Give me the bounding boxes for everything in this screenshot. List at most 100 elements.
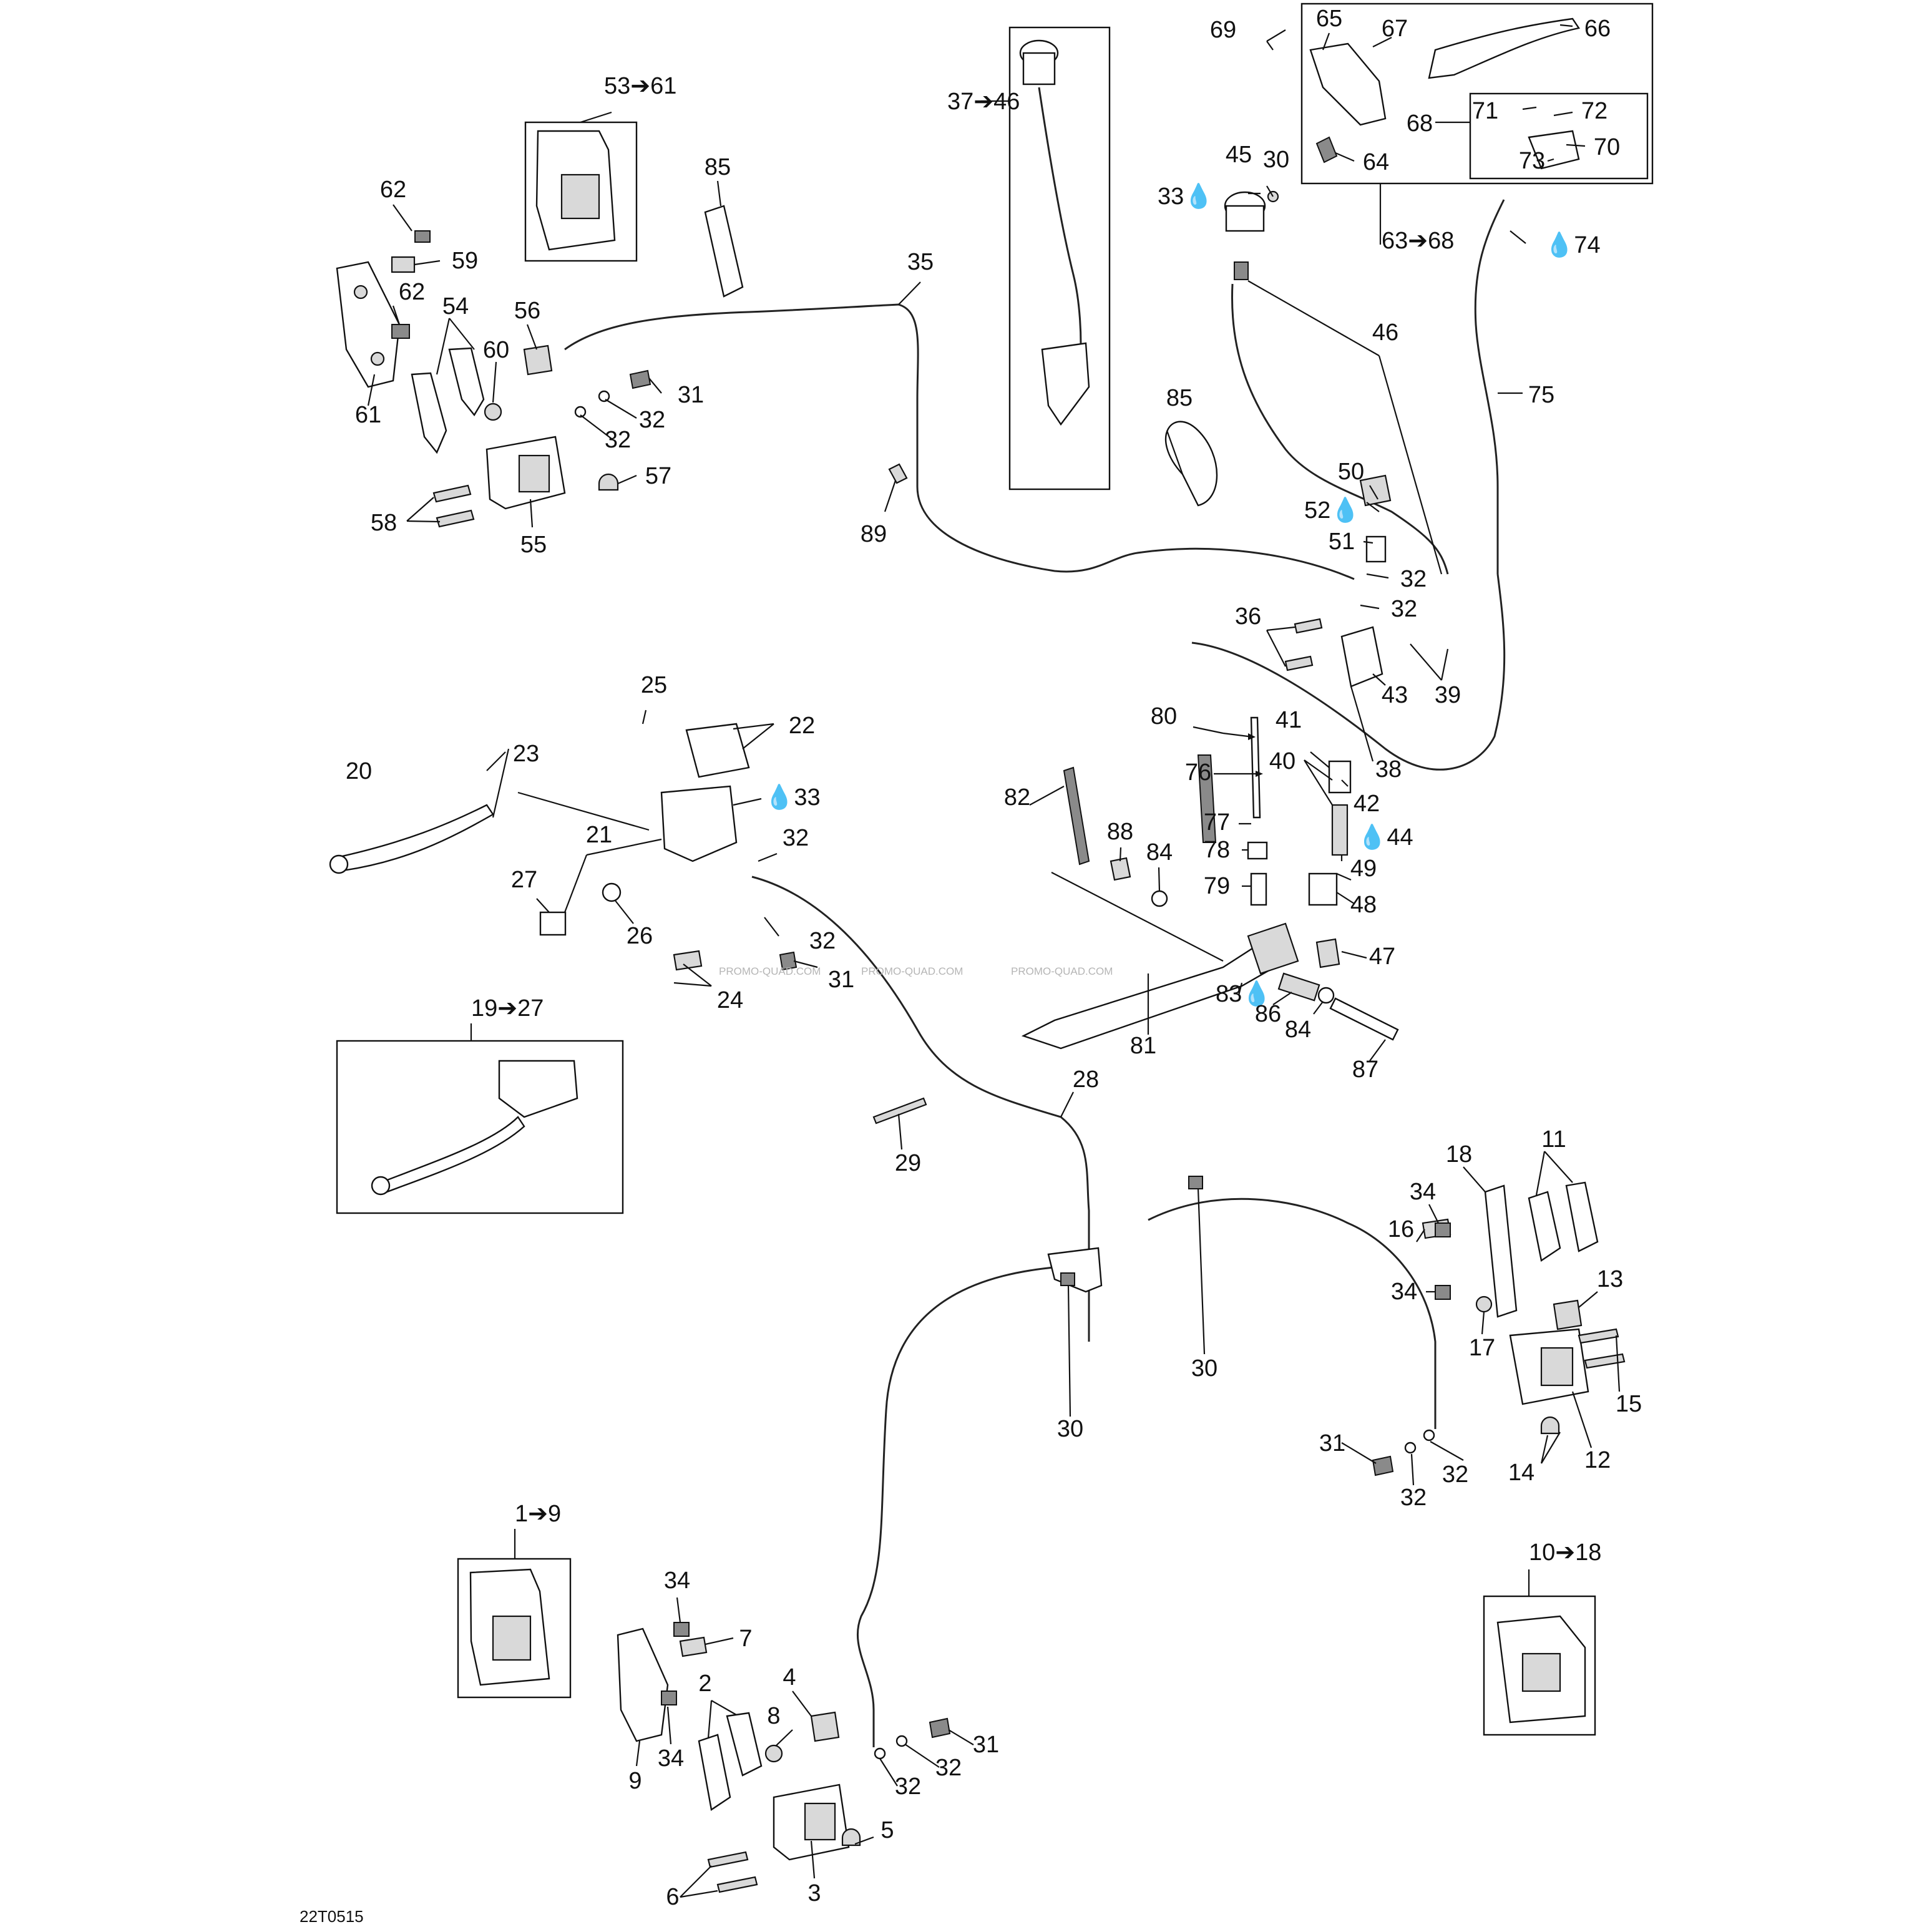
callout-22: 22 [789,713,815,739]
right-arrow-icon: ➔ [497,995,517,1022]
pointer-arrows [1222,732,1263,777]
callout-52: 52💧 [1304,496,1360,524]
bracket-9 [617,1627,669,1742]
lever-20 [332,804,494,872]
callout-50: 50 [1338,459,1364,485]
bracket-70 [1528,130,1580,170]
callout-35: 35 [907,249,934,275]
callout-85b: 85 [1166,385,1193,411]
bleeder-5 [841,1828,861,1847]
callout-76: 76 [1185,759,1211,786]
callout-86: 86 [1255,1001,1281,1027]
callout-6: 6 [666,1884,679,1910]
pad-2b [726,1712,763,1777]
bolt-34d [1435,1285,1451,1300]
droplet-icon: 💧 [1184,182,1213,210]
washer-8 [764,1744,783,1763]
nut-17 [1475,1295,1493,1313]
callout-32g: 32 [1442,1461,1468,1488]
callout-74: 💧74 [1544,231,1601,258]
callout-69: 69 [1210,17,1236,43]
bushing-27 [539,911,567,936]
range-label-53-61: 53➔61 [604,73,676,99]
hose-75 [1474,199,1505,574]
piston-42 [1328,760,1352,794]
banjo-31-mid [779,951,798,971]
banjo-31-l [929,1717,951,1739]
bolt-34a [673,1622,690,1637]
bolt-62a [414,230,431,243]
callout-38: 38 [1375,756,1402,783]
callout-7: 7 [739,1626,752,1652]
callout-55: 55 [520,532,547,558]
callout-14: 14 [1508,1460,1534,1486]
watermark: PROMO-QUAD.COM PROMO-QUAD.COM PROMO-QUAD… [719,965,1113,977]
bolt-36a [1294,618,1323,634]
callout-65: 65 [1316,6,1342,32]
callout-61: 61 [355,402,381,428]
callout-17: 17 [1469,1335,1495,1361]
callout-56: 56 [514,298,540,324]
callout-18: 18 [1446,1141,1472,1168]
callout-32f: 32 [809,928,836,954]
spring-76 [1197,754,1217,843]
pad-11a [1528,1191,1561,1262]
range-label-37-46: 37➔46 [947,89,1020,115]
droplet-icon: 💧 [1330,496,1360,524]
droplet-icon: 💧 [1242,980,1271,1007]
pin-58b [436,509,475,528]
range-label-19-27: 19➔27 [471,995,544,1022]
callout-32h: 32 [1400,1485,1427,1511]
pad-11b [1565,1181,1599,1252]
callout-73: 73 [1519,148,1545,174]
bleeder-57 [598,473,619,491]
callout-62b: 62 [399,279,425,305]
bolt-30b [1060,1272,1075,1286]
strap-85b [1164,421,1218,507]
right-arrow-icon: ➔ [630,73,650,99]
callout-51: 51 [1329,529,1355,555]
right-arrow-icon: ➔ [973,89,993,115]
callout-30b: 30 [1191,1355,1217,1382]
spring-13 [1553,1299,1583,1330]
bolt-36b [1284,655,1314,671]
bolt-59 [391,256,416,273]
callout-11: 11 [1541,1126,1566,1153]
range-label-10-18: 10➔18 [1529,1539,1601,1566]
subassembly-frames [336,2,1654,1736]
callout-84a: 84 [1146,839,1173,866]
bolt-30a [1188,1176,1203,1189]
callout-labels: 53➔61 37➔46 63➔68 19➔27 1➔9 10➔18 85 35 … [300,6,1642,1926]
callout-79: 79 [1204,873,1230,899]
callout-42: 42 [1354,791,1380,817]
callout-16: 16 [1388,1216,1414,1242]
callout-13: 13 [1597,1266,1623,1292]
master-cylinder-43 [1340,626,1383,688]
callout-5: 5 [881,1817,894,1843]
callout-59: 59 [452,248,478,274]
bolt-34b [661,1690,677,1705]
callout-82: 82 [1004,784,1030,811]
callout-30c: 30 [1057,1416,1083,1442]
callout-43: 43 [1382,682,1408,708]
bleeder-14 [1540,1416,1560,1435]
callout-32c: 32 [1400,566,1427,592]
callout-31c: 31 [1319,1430,1345,1456]
cover-22 [685,723,750,778]
master-cylinder-21 [660,785,738,862]
clip-89 [888,463,908,484]
callout-60: 60 [483,337,509,363]
pivot-78 [1247,841,1268,860]
banjo-31-r [1372,1455,1394,1476]
watermark-text-1: PROMO-QUAD.COM [719,965,821,977]
hose-front-right [1148,1198,1437,1429]
callout-20: 20 [346,758,372,784]
hose-28 [751,876,1090,1342]
frame-37-46 [1008,26,1111,490]
callout-89: 89 [861,521,887,547]
lever-66 [1428,17,1580,79]
housing-65 [1309,42,1387,126]
rod-80 [1250,716,1261,819]
callout-4: 4 [783,1664,796,1690]
pad-54-b [448,347,485,417]
